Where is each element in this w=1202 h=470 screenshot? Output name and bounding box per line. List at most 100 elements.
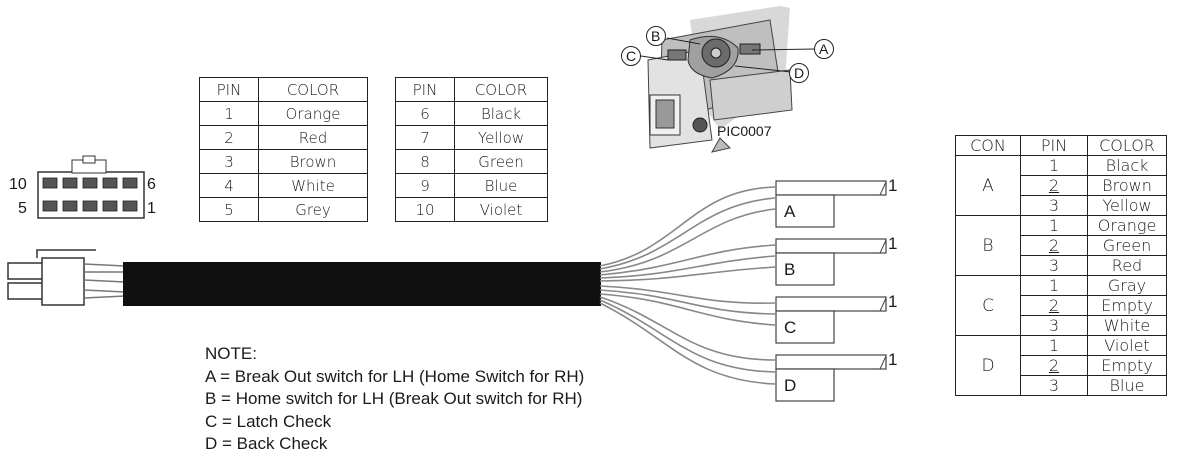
pin-label-6: 6 bbox=[147, 176, 156, 193]
color-cell: Yellow bbox=[1087, 195, 1167, 216]
pin-label-5: 5 bbox=[18, 200, 27, 217]
pin-label-10: 10 bbox=[9, 176, 27, 193]
pin-cell: 5 bbox=[199, 197, 259, 222]
callout-b: B bbox=[651, 28, 661, 44]
note-line-b: B = Home switch for LH (Break Out switch… bbox=[205, 389, 583, 408]
pin-cell: 3 bbox=[199, 149, 259, 174]
pin-cell: 6 bbox=[395, 101, 455, 126]
pin-cell: 2 bbox=[1020, 235, 1088, 256]
pin-cell: 1 bbox=[1020, 335, 1088, 356]
pin-cell: 1 bbox=[199, 101, 259, 126]
table-row: A 1 Black bbox=[955, 155, 1167, 216]
color-cell: Blue bbox=[454, 173, 548, 198]
pin-cell: 2 bbox=[1020, 355, 1088, 376]
breakout-pin1-a: 1 bbox=[888, 176, 898, 195]
connector-face-icon bbox=[37, 155, 145, 219]
color-cell: Grey bbox=[258, 197, 368, 222]
table-row: C 1 Gray bbox=[955, 275, 1167, 336]
breakout-pin1-b: 1 bbox=[888, 234, 898, 253]
color-cell: Yellow bbox=[454, 125, 548, 150]
header-pin: PIN bbox=[199, 77, 259, 102]
switch-assembly-photo bbox=[621, 6, 834, 153]
table-header-row: PIN COLOR bbox=[199, 77, 368, 102]
header-pin: PIN bbox=[1020, 135, 1088, 156]
photo-caption: PIC0007 bbox=[717, 123, 772, 139]
pin-cell: 4 bbox=[199, 173, 259, 198]
pin-cell: 1 bbox=[1020, 155, 1088, 176]
table-row: B 1 Orange bbox=[955, 215, 1167, 276]
pin-cell: 7 bbox=[395, 125, 455, 150]
note-line-d: D = Back Check bbox=[205, 434, 328, 453]
header-con: CON bbox=[955, 135, 1021, 156]
color-cell: White bbox=[258, 173, 368, 198]
breakout-label-b: B bbox=[784, 260, 796, 279]
harness-connector-icon bbox=[7, 249, 126, 306]
pin-cell: 2 bbox=[199, 125, 259, 150]
cable-jacket bbox=[123, 262, 601, 306]
header-pin: PIN bbox=[395, 77, 455, 102]
color-cell: Green bbox=[1087, 235, 1167, 256]
color-cell: Empty bbox=[1087, 355, 1167, 376]
breakout-label-c: C bbox=[784, 318, 797, 337]
con-cell: D bbox=[955, 335, 1021, 396]
con-cell: C bbox=[955, 275, 1021, 336]
pin-cell: 3 bbox=[1020, 315, 1088, 336]
color-cell: Red bbox=[1087, 255, 1167, 276]
notes-block: NOTE: A = Break Out switch for LH (Home … bbox=[205, 343, 584, 456]
color-cell: Violet bbox=[1087, 335, 1167, 356]
breakout-connector-b bbox=[775, 238, 887, 286]
color-cell: Orange bbox=[258, 101, 368, 126]
color-cell: Orange bbox=[1087, 215, 1167, 236]
table-row: D 1 Violet bbox=[955, 335, 1167, 396]
con-cell: A bbox=[955, 155, 1021, 216]
breakout-connector-d bbox=[775, 354, 887, 402]
pin-cell: 1 bbox=[1020, 275, 1088, 296]
pin-cell: 9 bbox=[395, 173, 455, 198]
notes-title: NOTE: bbox=[205, 344, 257, 363]
breakout-pin1-c: 1 bbox=[888, 292, 898, 311]
callout-a: A bbox=[819, 41, 829, 57]
header-color: COLOR bbox=[1087, 135, 1167, 156]
pin-cell: 3 bbox=[1020, 255, 1088, 276]
pin-label-1: 1 bbox=[147, 200, 156, 217]
breakout-label-d: D bbox=[784, 376, 797, 395]
breakout-label-a: A bbox=[784, 202, 796, 221]
color-cell: Brown bbox=[258, 149, 368, 174]
color-cell: Black bbox=[454, 101, 548, 126]
pin-cell: 10 bbox=[395, 197, 455, 222]
table-header-row: CON PIN COLOR bbox=[955, 135, 1167, 156]
table-header-row: PIN COLOR bbox=[395, 77, 548, 102]
note-line-a: A = Break Out switch for LH (Home Switch… bbox=[205, 366, 585, 386]
color-cell: White bbox=[1087, 315, 1167, 336]
wire-bundle bbox=[599, 186, 776, 385]
note-line-c: C = Latch Check bbox=[205, 411, 332, 431]
color-cell: Empty bbox=[1087, 295, 1167, 316]
breakout-connector-a bbox=[775, 180, 887, 228]
header-color: COLOR bbox=[454, 77, 548, 102]
pin-cell: 2 bbox=[1020, 295, 1088, 316]
color-cell: Brown bbox=[1087, 175, 1167, 196]
callout-d: D bbox=[794, 65, 805, 81]
con-cell: B bbox=[955, 215, 1021, 276]
breakout-pin1-d: 1 bbox=[888, 350, 898, 369]
pin-cell: 3 bbox=[1020, 195, 1088, 216]
color-cell: Violet bbox=[454, 197, 548, 222]
pin-cell: 3 bbox=[1020, 375, 1088, 396]
color-cell: Blue bbox=[1087, 375, 1167, 396]
